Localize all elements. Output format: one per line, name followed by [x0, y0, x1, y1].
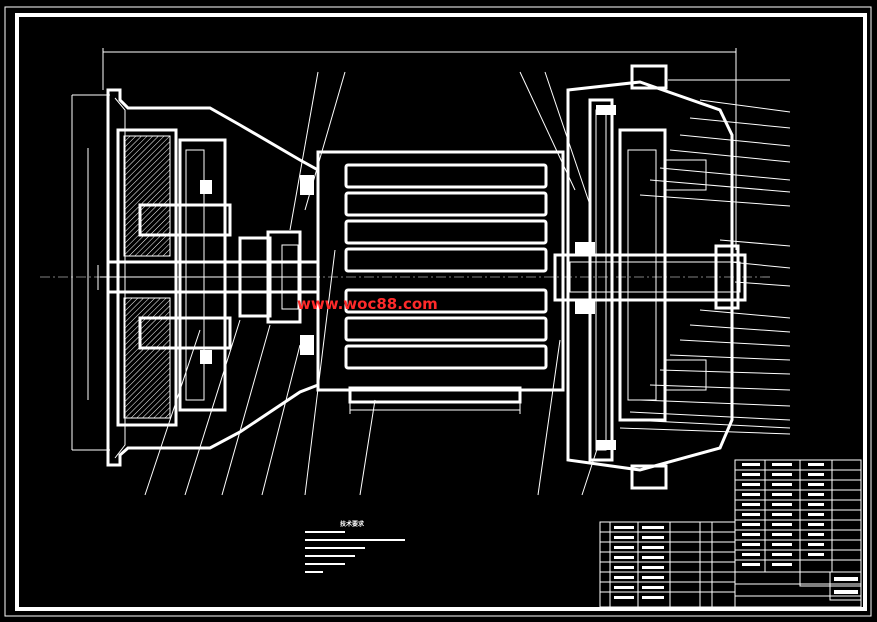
watermark-text: www.woc88.com: [297, 295, 438, 313]
parts-list-table: [599, 521, 736, 608]
technical-notes: 技术要求: [305, 520, 405, 573]
inner-frame: [15, 13, 867, 611]
technical-notes-title: 技术要求: [340, 520, 365, 528]
outer-frame: [4, 6, 872, 617]
leader-lines-right: [619, 79, 791, 435]
right-brake-assembly: [553, 64, 747, 490]
motor-body: [316, 150, 565, 414]
leader-lines-bottom: [144, 249, 601, 496]
leader-lines-top: [289, 71, 591, 231]
overall-dimension: [102, 48, 737, 250]
left-dimensions: [71, 94, 110, 451]
left-clutch-housing: [100, 88, 320, 467]
title-block-fill: [742, 463, 858, 594]
title-block: [734, 459, 862, 608]
